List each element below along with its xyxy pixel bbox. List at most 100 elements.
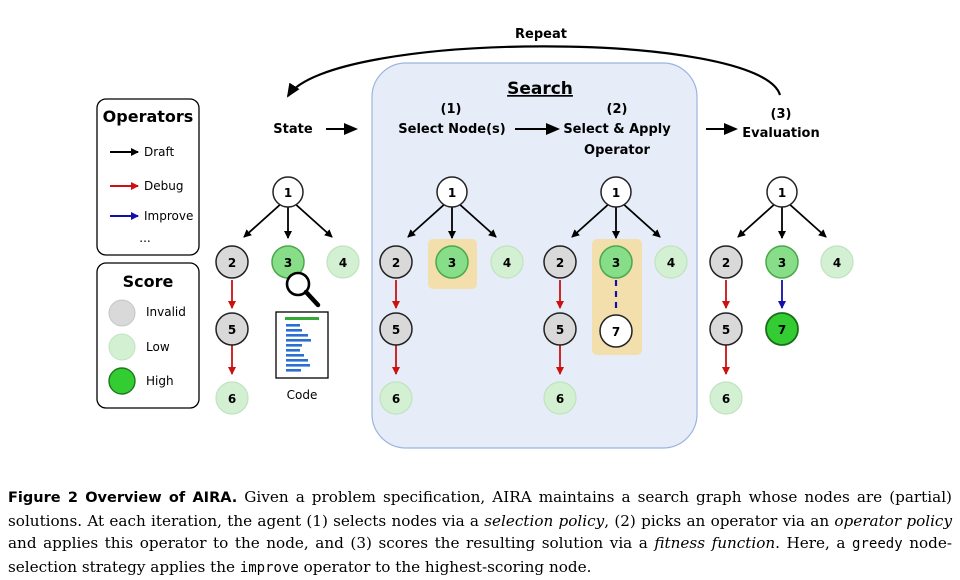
step-eval-number: (3) xyxy=(771,107,792,122)
high-swatch xyxy=(108,367,136,395)
search-panel xyxy=(371,62,698,449)
node-2-label: 2 xyxy=(722,256,730,270)
node-1 xyxy=(272,176,304,208)
node-5 xyxy=(709,312,743,346)
step-apply-label-line1: Select & Apply xyxy=(563,122,671,137)
step-apply-label-line2: Operator xyxy=(584,143,651,158)
node-3-label: 3 xyxy=(612,256,620,270)
edge-draft xyxy=(737,201,778,238)
node-5 xyxy=(379,312,413,346)
step-select-label: Select Node(s) xyxy=(398,122,505,137)
low-swatch xyxy=(108,333,136,361)
node-1 xyxy=(436,176,468,208)
node-6-label: 6 xyxy=(722,392,730,406)
node-5-label: 5 xyxy=(722,323,730,337)
node-2-label: 2 xyxy=(392,256,400,270)
edge-draft xyxy=(620,201,661,238)
node-1-label: 1 xyxy=(778,186,786,200)
legend-draft-label: Draft xyxy=(144,145,175,159)
node-4 xyxy=(654,245,688,279)
node-6-label: 6 xyxy=(228,392,236,406)
node-4 xyxy=(326,245,360,279)
node-2 xyxy=(709,245,743,279)
node-2 xyxy=(543,245,577,279)
node-6 xyxy=(379,381,413,415)
legend-invalid-label: Invalid xyxy=(146,305,186,319)
node-2-label: 2 xyxy=(556,256,564,270)
edge-draft xyxy=(292,201,333,238)
repeat-label: Repeat xyxy=(515,27,567,42)
edge-draft xyxy=(407,201,448,238)
caption-text-1: Given a problem specification, AIRA main… xyxy=(8,488,952,530)
caption-improve: improve xyxy=(239,559,299,576)
node-1-label: 1 xyxy=(612,186,620,200)
node-7-high xyxy=(765,312,799,346)
tree-evaluation: 1 2 3 4 5 7 6 xyxy=(709,176,854,415)
edge-draft xyxy=(786,201,827,238)
node-7-label: 7 xyxy=(778,323,786,337)
caption-lead: Figure 2 Overview of AIRA. xyxy=(8,490,238,506)
code-label: Code xyxy=(287,388,318,402)
node-3-label: 3 xyxy=(778,256,786,270)
node-1 xyxy=(600,176,632,208)
edge-draft xyxy=(571,201,612,238)
step-apply-number: (2) xyxy=(607,102,628,117)
legend-debug-label: Debug xyxy=(144,179,183,193)
magnifier-icon xyxy=(285,271,321,308)
repeat-loop-arrow xyxy=(286,45,782,98)
node-2 xyxy=(215,245,249,279)
caption-operator-policy: operator policy xyxy=(834,511,953,530)
legend-more: ... xyxy=(139,231,150,245)
code-document-icon xyxy=(275,311,329,379)
node-4-label: 4 xyxy=(833,256,841,270)
node-3-label: 3 xyxy=(284,256,292,270)
node-1-label: 1 xyxy=(284,186,292,200)
score-legend-title: Score xyxy=(123,272,174,291)
caption-fitness-function: fitness function xyxy=(654,534,776,552)
node-3-label: 3 xyxy=(448,256,456,270)
node-4-label: 4 xyxy=(339,256,347,270)
caption-text-2: , (2) picks an operator via an xyxy=(604,511,835,530)
node-3 xyxy=(765,245,799,279)
tree-apply: 1 2 3 4 5 7 6 xyxy=(543,176,688,415)
edge-draft xyxy=(243,201,284,238)
legend-improve-label: Improve xyxy=(144,209,193,223)
node-6 xyxy=(215,381,249,415)
node-7-label: 7 xyxy=(612,325,620,339)
node-4-label: 4 xyxy=(667,256,675,270)
node-5-label: 5 xyxy=(392,323,400,337)
node-6-label: 6 xyxy=(556,392,564,406)
operators-legend-title: Operators xyxy=(103,107,194,126)
figure-caption: Figure 2 Overview of AIRA. Given a probl… xyxy=(8,486,952,579)
node-6 xyxy=(709,381,743,415)
caption-text-5: node-selection strategy applies the xyxy=(8,534,952,576)
node-3-selected xyxy=(435,245,469,279)
node-4-label: 4 xyxy=(503,256,511,270)
node-2 xyxy=(379,245,413,279)
search-title: Search xyxy=(507,79,573,99)
caption-text-6: operator to the highest-scoring node. xyxy=(298,557,592,576)
aira-overview-diagram: Repeat Search State (1) Select Node(s) (… xyxy=(96,27,854,449)
legend-high-label: High xyxy=(146,374,174,388)
step-state-label: State xyxy=(273,122,313,137)
tree-state: 1 2 3 4 5 6 Code xyxy=(215,176,360,415)
step-select-number: (1) xyxy=(441,102,462,117)
node-5-label: 5 xyxy=(228,323,236,337)
caption-text-3: and applies this operator to the node, a… xyxy=(8,534,655,552)
caption-text-4: . Here, a xyxy=(775,534,853,552)
node-1 xyxy=(766,176,798,208)
tree-select: 1 2 3 4 5 6 xyxy=(379,176,524,415)
step-eval-label: Evaluation xyxy=(742,126,819,141)
caption-selection-policy: selection policy xyxy=(484,511,605,530)
node-5-label: 5 xyxy=(556,323,564,337)
invalid-swatch xyxy=(108,299,136,327)
node-2-label: 2 xyxy=(228,256,236,270)
node-1-label: 1 xyxy=(448,186,456,200)
node-7-new xyxy=(599,314,633,348)
node-6 xyxy=(543,381,577,415)
node-6-label: 6 xyxy=(392,392,400,406)
node-5 xyxy=(543,312,577,346)
caption-greedy: greedy xyxy=(852,536,903,552)
node-4 xyxy=(490,245,524,279)
node-4 xyxy=(820,245,854,279)
